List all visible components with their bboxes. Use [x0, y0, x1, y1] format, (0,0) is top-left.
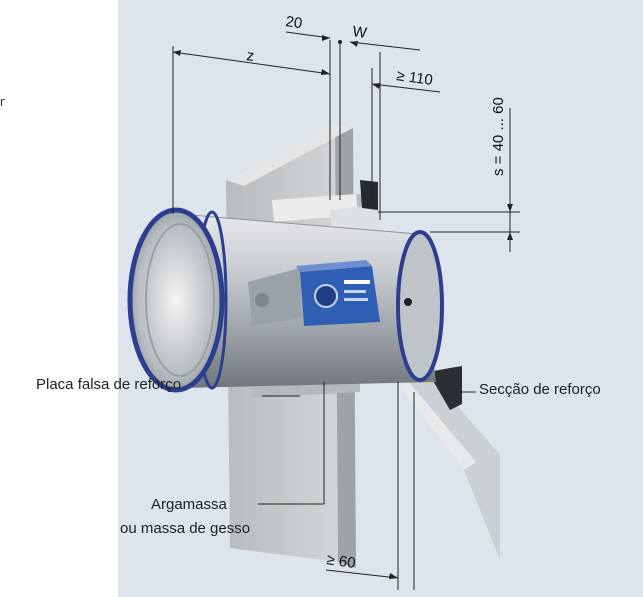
dimension-arrowheads	[173, 35, 513, 579]
dim-s-label: s = 40 ... 60	[490, 97, 507, 176]
dim-60-label: ≥ 60	[325, 551, 356, 572]
callout-argamassa-line2: ou massa de gesso	[120, 520, 251, 537]
callout-seccao-reforco: Secção de reforço	[479, 381, 601, 398]
margin-text: n	[0, 94, 5, 108]
dim-110-label: ≥ 110	[395, 67, 433, 89]
dim-z-label: z	[245, 47, 255, 65]
callout-placa-falsa: Placa falsa de reforço	[36, 376, 182, 393]
dimension-lines	[172, 31, 520, 590]
callout-argamassa-line1: Argamassa	[151, 496, 227, 513]
actuator-motor-icon	[248, 260, 412, 326]
dim-20-label: 20	[284, 13, 303, 32]
duct-body	[127, 207, 444, 393]
dim-w-label: W	[351, 23, 368, 42]
